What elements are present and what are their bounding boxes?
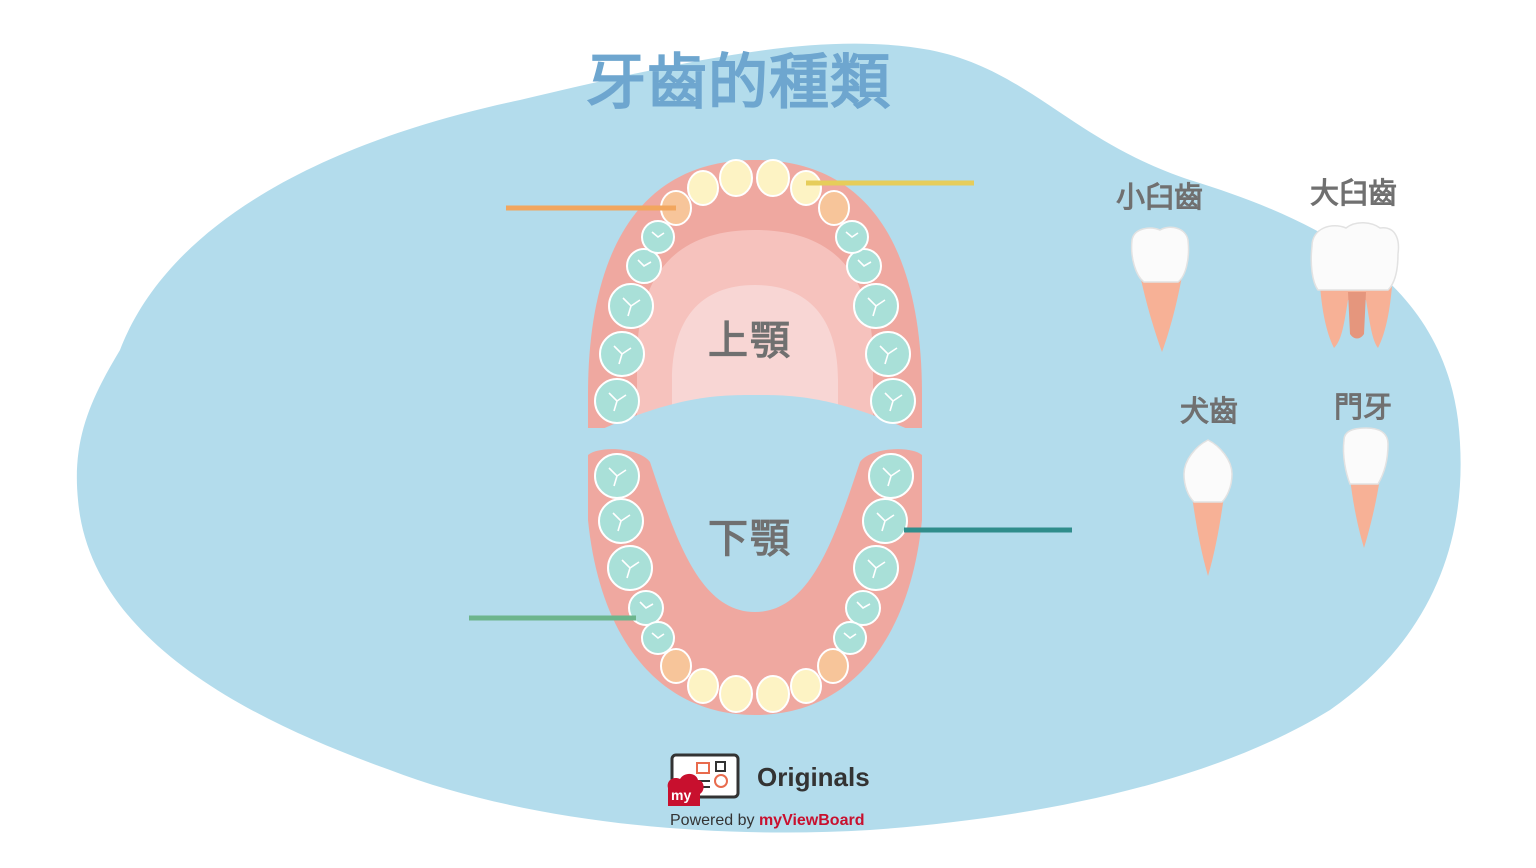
canine-crown — [1183, 439, 1233, 503]
logo-grid-icon — [715, 761, 726, 772]
logo-doc-icon — [696, 762, 710, 774]
incisor-label: 門牙 — [1334, 390, 1393, 424]
upper-jaw — [588, 159, 922, 430]
brand-name: myViewBoard — [758, 812, 865, 829]
premolar-crown — [1130, 226, 1190, 283]
lower-incisor-tooth — [756, 675, 790, 713]
lower-molar-grooves — [608, 467, 901, 639]
lower-incisor-tooth — [790, 668, 822, 704]
molar-illustration — [1310, 222, 1400, 348]
lower-canines — [660, 648, 849, 684]
incisor-crown — [1342, 427, 1389, 485]
upper-jaw-label: 上顎 — [708, 318, 792, 364]
incisor-root — [1350, 478, 1380, 548]
canine-root — [1192, 496, 1224, 576]
upper-incisor-tooth — [719, 159, 753, 197]
upper-molar-grooves — [608, 231, 903, 412]
powered-by-line: Powered by myViewBoard — [670, 812, 864, 830]
incisor-illustration — [1342, 427, 1389, 548]
upper-canine-tooth — [818, 190, 850, 226]
lower-jaw-label: 下顎 — [708, 516, 792, 562]
myviewboard-logo: my — [667, 753, 740, 806]
lower-incisor-tooth — [719, 675, 753, 713]
premolar-root — [1139, 270, 1183, 352]
molar-crown — [1310, 222, 1400, 291]
page-title: 牙齒的種類 — [586, 48, 891, 118]
lower-canine-tooth — [660, 648, 692, 684]
upper-incisor-tooth — [790, 170, 822, 206]
upper-incisor-tooth — [756, 159, 790, 197]
upper-palate-inner — [672, 285, 838, 418]
originals-label: Originals — [757, 762, 870, 792]
premolar-label: 小臼齒 — [1116, 180, 1204, 214]
logo-red-badge — [667, 773, 704, 806]
lower-canine-tooth — [817, 648, 849, 684]
molar-label: 大臼齒 — [1310, 176, 1398, 210]
premolar-illustration — [1130, 226, 1190, 352]
logo-my-text: my — [671, 787, 691, 803]
lower-incisors — [687, 668, 822, 713]
upper-incisor-tooth — [687, 170, 719, 206]
mouth-opening — [600, 395, 910, 430]
lower-jaw — [588, 449, 922, 715]
background-blob — [76, 43, 1461, 833]
powered-by-text: Powered by — [670, 812, 755, 829]
upper-incisors — [687, 159, 822, 206]
canine-label: 犬齒 — [1180, 394, 1239, 428]
canine-illustration — [1183, 439, 1233, 576]
lower-incisor-tooth — [687, 668, 719, 704]
molar-root — [1320, 286, 1392, 348]
molar-root-channel — [1348, 292, 1366, 339]
logo-play-icon — [714, 774, 728, 788]
